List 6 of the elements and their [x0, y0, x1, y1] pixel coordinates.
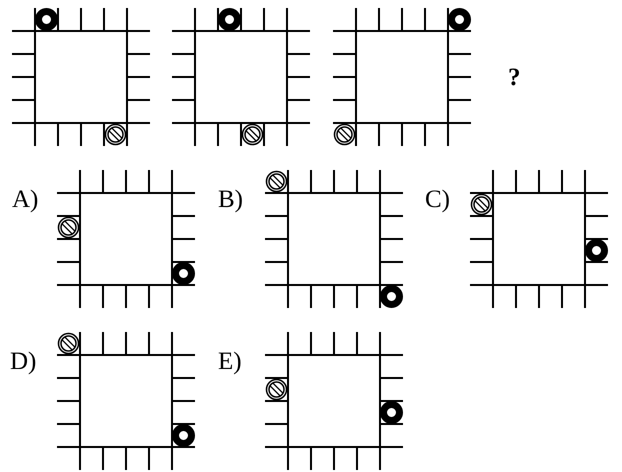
option-label: C)	[425, 186, 450, 214]
option-label: D)	[10, 348, 36, 376]
option-label: A)	[12, 186, 38, 214]
option-label: E)	[218, 348, 242, 376]
option-label: B)	[218, 186, 243, 214]
question-mark: ?	[508, 64, 520, 92]
